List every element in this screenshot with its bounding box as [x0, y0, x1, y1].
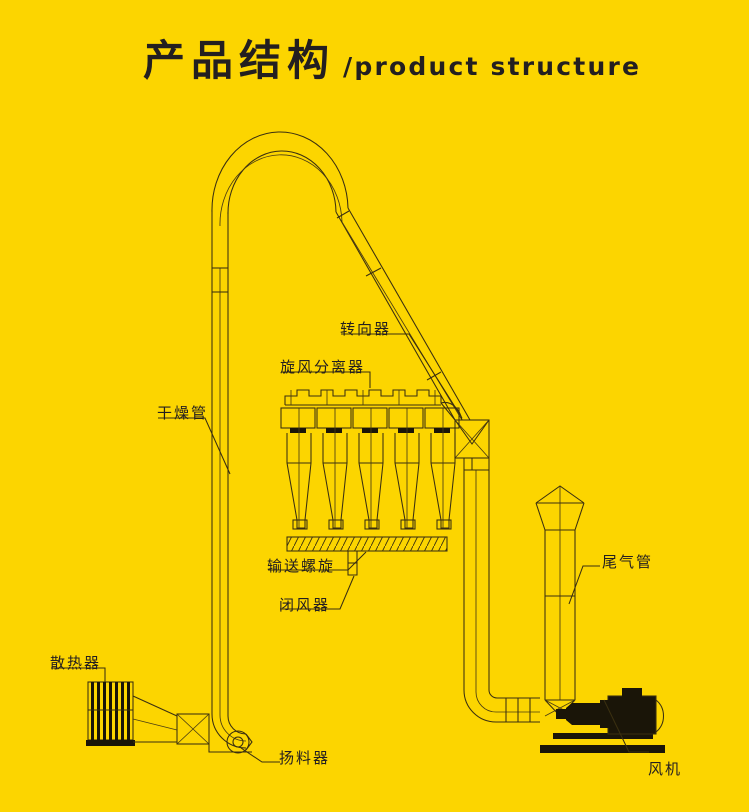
cyclone-separator: [388, 407, 424, 530]
cyclone-separator: [280, 407, 316, 530]
return-duct-shape: [463, 458, 540, 723]
drying-tube-shape: [211, 131, 471, 690]
label-cyclone-separator: 旋风分离器: [280, 358, 366, 376]
label-exhaust-pipe: 尾气管: [602, 553, 654, 571]
label-screw-conveyor: 输送螺旋: [267, 557, 336, 575]
cyclone-separator: [316, 407, 352, 530]
page-title: 产品结构 /product structure: [143, 40, 641, 82]
material-lifter-shape: [132, 690, 253, 754]
label-blower: 风机: [648, 760, 683, 778]
screw-conveyor-shape: [286, 536, 448, 576]
label-material-lifter: 扬料器: [279, 749, 331, 767]
leader-lines: [51, 333, 649, 763]
radiator-shape: [86, 681, 135, 746]
cyclone-separator: [424, 407, 460, 530]
label-drying-tube: 干燥管: [157, 404, 209, 422]
blower-shape: [540, 688, 665, 753]
diverter-shape: [454, 419, 490, 470]
exhaust-pipe-shape: [535, 485, 585, 717]
cyclone-separator-bank: [284, 389, 463, 421]
label-air-lock: 闭风器: [279, 596, 331, 614]
page-title-en: /product structure: [343, 52, 642, 81]
page-title-cn: 产品结构: [143, 36, 336, 85]
label-radiator: 散热器: [50, 654, 102, 672]
cyclone-separator: [352, 407, 388, 530]
label-diverter: 转向器: [340, 320, 392, 338]
